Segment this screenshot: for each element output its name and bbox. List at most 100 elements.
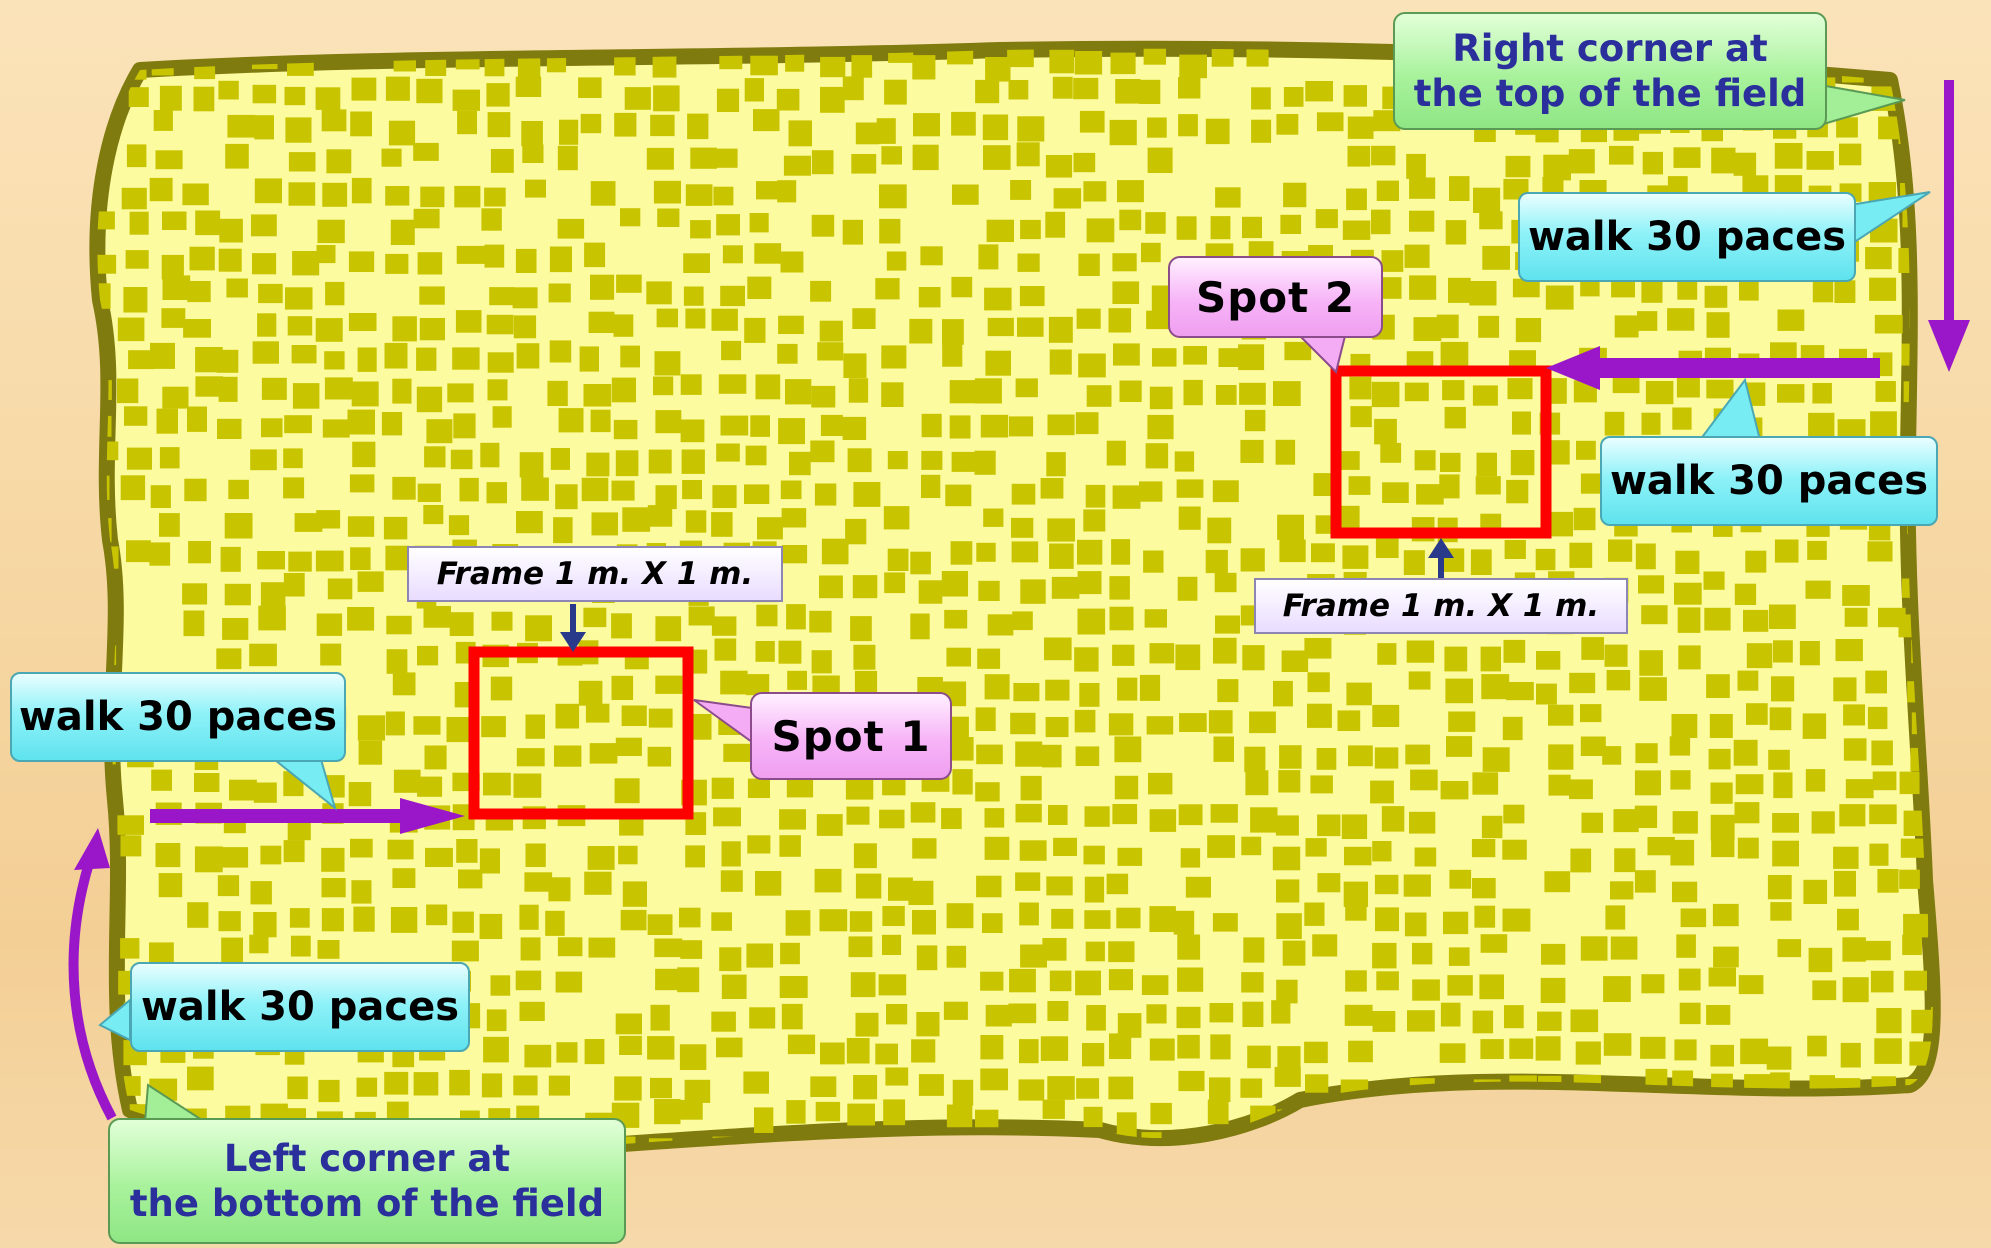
grass-tuft [1373, 1011, 1396, 1032]
grass-tuft [1610, 881, 1633, 899]
grass-tuft [154, 110, 173, 131]
grass-tuft [719, 374, 747, 394]
grass-tuft [1112, 804, 1137, 824]
grass-tuft [747, 277, 771, 299]
grass-tuft [1710, 1045, 1734, 1067]
grass-tuft [195, 846, 223, 872]
grass-tuft [778, 418, 805, 444]
grass-tuft [1376, 971, 1399, 990]
grass-tuft [620, 208, 640, 226]
grass-tuft [1241, 972, 1263, 992]
grass-tuft [1377, 181, 1399, 201]
grass-tuft [1739, 975, 1764, 994]
grass-tuft [188, 541, 211, 563]
grass-tuft [1635, 743, 1657, 763]
grass-tuft [1471, 549, 1492, 575]
grass-tuft [854, 843, 877, 868]
grass-tuft [985, 674, 1010, 699]
grass-tuft [1143, 551, 1163, 573]
grass-tuft [1906, 44, 1930, 67]
path-arrow-left-curve [74, 860, 112, 1118]
grass-tuft [417, 777, 442, 797]
grass-tuft [1516, 318, 1541, 342]
grass-tuft [351, 880, 371, 903]
grass-tuft [1900, 76, 1919, 102]
grass-tuft [349, 313, 377, 331]
grass-tuft [1935, 616, 1961, 636]
grass-tuft [1174, 911, 1195, 935]
grass-tuft [1078, 254, 1099, 276]
grass-tuft [1710, 714, 1733, 738]
grass-tuft [1050, 971, 1072, 992]
grass-tuft [881, 146, 902, 164]
walk-callout-left: walk 30 paces [10, 672, 346, 762]
grass-tuft [1512, 412, 1531, 435]
grass-tuft [1775, 143, 1803, 169]
grass-tuft [1117, 180, 1144, 202]
grass-tuft [777, 180, 796, 202]
grass-tuft [262, 378, 287, 400]
grass-tuft [324, 351, 344, 369]
grass-tuft [250, 449, 277, 470]
grass-tuft [715, 639, 737, 661]
grass-tuft [1576, 441, 1596, 460]
grass-tuft [782, 508, 807, 527]
grass-tuft [819, 576, 843, 599]
grass-tuft [558, 146, 578, 170]
grass-tuft [1343, 221, 1371, 240]
grass-tuft [946, 648, 971, 667]
grass-tuft [521, 478, 549, 501]
grass-tuft [1409, 275, 1436, 299]
grass-tuft [352, 178, 372, 203]
grass-tuft [815, 484, 836, 506]
grass-tuft [521, 121, 543, 146]
grass-tuft [1276, 879, 1299, 902]
grass-tuft [1839, 144, 1861, 166]
grass-tuft [556, 972, 583, 993]
grass-tuft [1901, 839, 1927, 858]
grass-tuft [1240, 1079, 1262, 1098]
grass-tuft [680, 1044, 706, 1070]
grass-tuft [1807, 541, 1827, 560]
grass-tuft [1543, 155, 1571, 181]
grass-tuft [655, 676, 682, 694]
grass-tuft [815, 869, 842, 893]
grass-tuft [491, 677, 512, 701]
grass-tuft [1934, 703, 1959, 724]
grass-tuft [1276, 980, 1297, 1004]
grass-tuft [1610, 1099, 1634, 1118]
grass-tuft [1736, 774, 1764, 794]
grass-tuft [1338, 710, 1361, 731]
grass-tuft [392, 477, 415, 500]
grass-tuft [912, 838, 936, 858]
grass-tuft [985, 808, 1005, 828]
grass-tuft [625, 87, 651, 110]
grass-tuft [1145, 212, 1165, 234]
grass-tuft [1183, 346, 1207, 365]
grass-tuft [1474, 906, 1495, 928]
spot2-callout: Spot 2 [1168, 256, 1383, 338]
grass-tuft [614, 420, 638, 439]
frame2-label-box: Frame 1 m. X 1 m. [1254, 578, 1628, 634]
grass-tuft [1349, 377, 1371, 400]
grass-tuft [1476, 476, 1501, 494]
grass-tuft [1581, 936, 1608, 960]
grass-tuft [416, 79, 442, 103]
grass-tuft [1073, 78, 1098, 99]
grass-tuft [1382, 250, 1404, 272]
grass-tuft [1865, 671, 1887, 694]
grass-tuft [622, 706, 647, 727]
grass-tuft [352, 78, 377, 101]
grass-tuft [257, 313, 276, 336]
grass-tuft [648, 914, 673, 935]
grass-tuft [947, 1105, 972, 1128]
grass-tuft [1807, 1036, 1827, 1057]
grass-tuft [618, 846, 638, 865]
grass-tuft [1147, 415, 1173, 439]
grass-tuft [283, 448, 303, 468]
grass-tuft [1536, 684, 1557, 705]
grass-tuft [350, 112, 372, 137]
grass-tuft [1903, 914, 1928, 938]
grass-tuft [1747, 643, 1773, 668]
grass-tuft [226, 279, 248, 298]
